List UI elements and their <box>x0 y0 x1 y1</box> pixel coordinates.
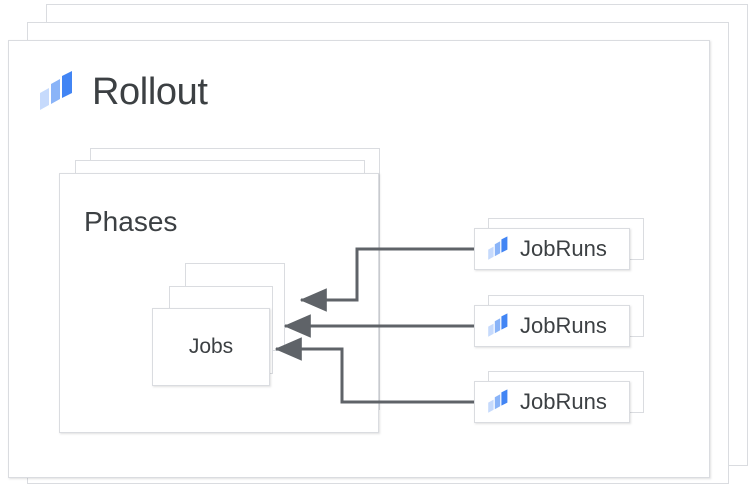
jobruns-card[interactable]: JobRuns <box>474 381 630 423</box>
jobruns-label: JobRuns <box>520 389 607 414</box>
jobs-title: Jobs <box>188 335 234 358</box>
phases-title: Phases <box>84 206 178 237</box>
jobs-card[interactable] <box>152 308 270 386</box>
rollout-header: Rollout <box>38 64 208 120</box>
jobruns-card[interactable]: JobRuns <box>474 305 630 347</box>
rollout-logo-icon <box>487 236 511 262</box>
jobruns-card[interactable]: JobRuns <box>474 228 630 270</box>
jobruns-label: JobRuns <box>520 236 607 261</box>
rollout-title: Rollout <box>92 71 208 113</box>
rollout-logo-icon <box>487 313 511 339</box>
rollout-logo-icon <box>38 71 78 113</box>
rollout-logo-icon <box>487 389 511 415</box>
jobruns-label: JobRuns <box>520 313 607 338</box>
